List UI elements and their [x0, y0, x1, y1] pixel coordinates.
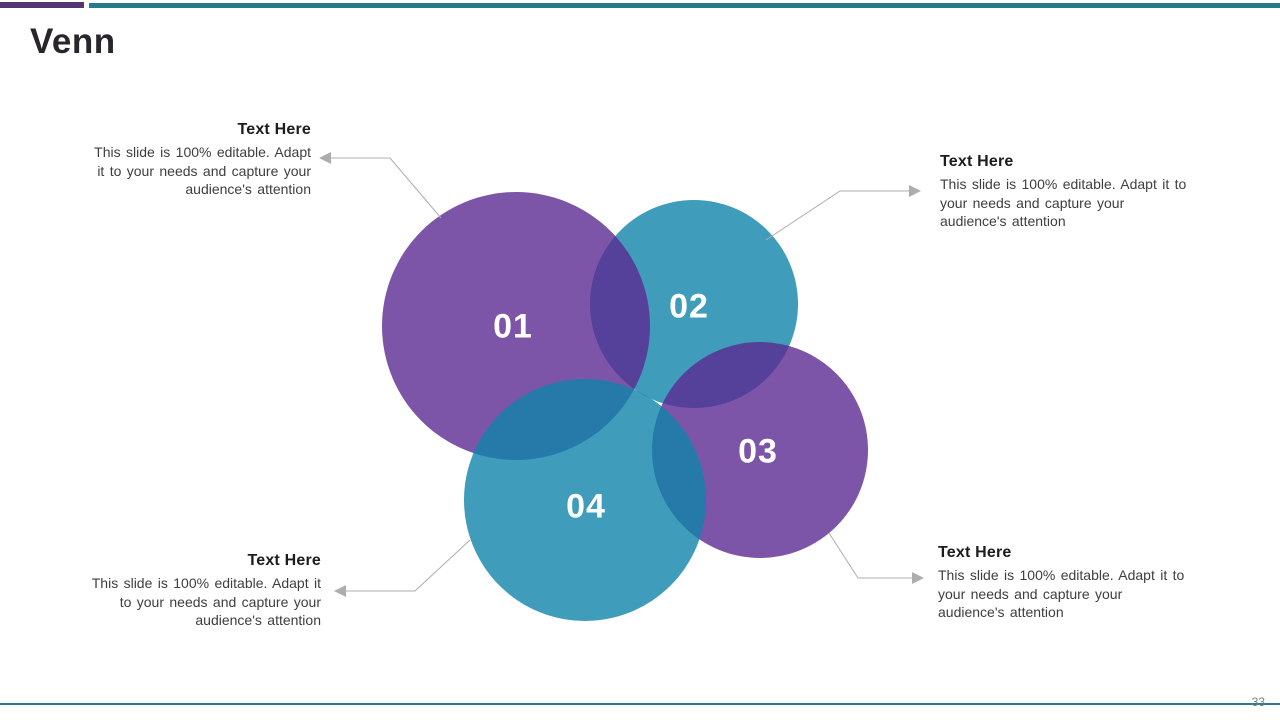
top-accent-bar-teal: [89, 3, 1280, 8]
annotation-bottom-left: Text Here This slide is 100% editable. A…: [60, 552, 321, 630]
slide-title: Venn: [30, 22, 116, 61]
connector-line-top-left: [330, 157, 442, 219]
annotation-top-left: Text Here This slide is 100% editable. A…: [62, 121, 311, 199]
top-accent-bar-purple: [0, 2, 84, 8]
annotation-top-right: Text Here This slide is 100% editable. A…: [940, 153, 1230, 231]
arrowhead-right-icon: [912, 572, 924, 584]
venn-circle-04: [464, 379, 706, 621]
circle-label-02: 02: [669, 287, 709, 326]
arrowhead-left-icon: [319, 152, 331, 164]
circle-label-03: 03: [738, 432, 778, 471]
annotation-heading: Text Here: [247, 552, 321, 569]
arrowhead-right-icon: [909, 185, 921, 197]
annotation-heading: Text Here: [938, 544, 1012, 561]
connector-line-bottom-right: [828, 532, 913, 579]
bottom-accent-bar-teal: [0, 703, 1280, 705]
circle-label-04: 04: [566, 487, 606, 526]
venn-circle-03: [652, 342, 868, 558]
connector-line-top-right: [765, 190, 910, 241]
annotation-body: This slide is 100% editable. Adapt it to…: [94, 144, 311, 197]
connector-line-bottom-left: [345, 539, 471, 592]
annotation-body: This slide is 100% editable. Adapt it to…: [940, 176, 1187, 229]
annotation-body: This slide is 100% editable. Adapt it to…: [91, 575, 321, 628]
page-number: 33: [1251, 695, 1265, 709]
circle-label-01: 01: [493, 307, 533, 346]
annotation-heading: Text Here: [940, 153, 1014, 170]
annotation-bottom-right: Text Here This slide is 100% editable. A…: [938, 544, 1228, 622]
arrowhead-left-icon: [334, 585, 346, 597]
annotation-body: This slide is 100% editable. Adapt it to…: [938, 567, 1185, 620]
annotation-heading: Text Here: [237, 121, 311, 138]
